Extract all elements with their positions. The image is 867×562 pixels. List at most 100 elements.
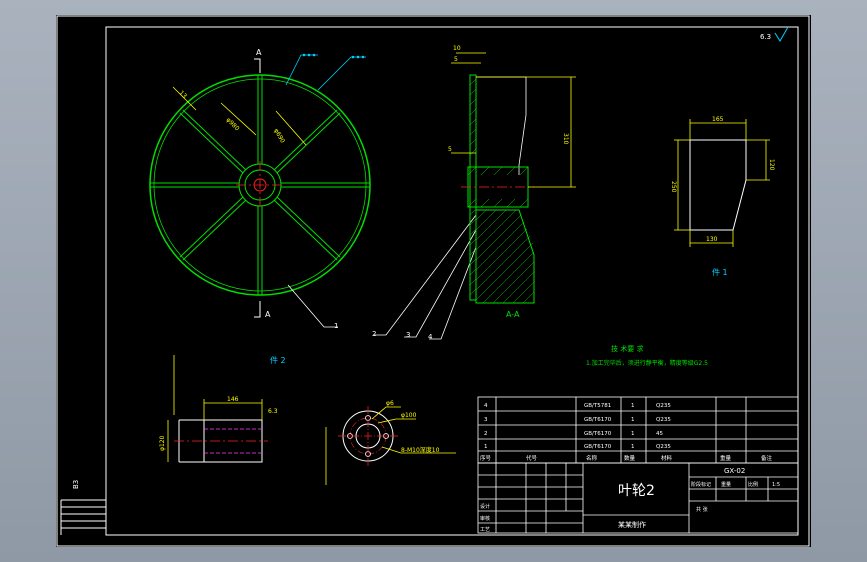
part1-view: 165 120 250 130 件 1 <box>670 116 775 277</box>
binding-strip-label: B3 <box>72 480 80 489</box>
title-stage-label: 阶段标记 <box>691 481 711 488</box>
binding-strip <box>60 499 106 535</box>
leader-4: 4 <box>428 333 433 341</box>
title-scale-label: 比例 <box>748 481 758 488</box>
part2-outline <box>203 419 263 463</box>
bom-header-no: 序号 <box>480 454 492 462</box>
leader-3: 3 <box>406 331 410 339</box>
bom-header-weight: 重量 <box>720 454 732 462</box>
part2-hole-dim: φ120 <box>159 435 166 451</box>
hub-hole-dim: φ6 <box>386 400 394 407</box>
bom-row-no: 2 <box>484 431 488 437</box>
tech-req-line: 1.加工完毕后，须进行静平衡，精度等级G2.5 <box>586 359 708 367</box>
blade-profile-upper <box>476 76 527 175</box>
hub-end-pcd <box>349 417 387 455</box>
title-sheet-label: 共 张 <box>696 506 708 513</box>
roughness-corner-value: 6.3 <box>760 33 771 41</box>
section-height-dim: 310 <box>562 133 569 145</box>
lower-blade-hatch <box>475 209 535 304</box>
bom-row-name: GB/T6170 <box>584 417 612 423</box>
bom-row-name: GB/T5781 <box>584 403 611 409</box>
section-lower-blade <box>475 209 535 304</box>
hub-pcd-dim: φ100 <box>401 412 417 419</box>
bom-row-no: 3 <box>484 417 488 423</box>
plate-thickness-dim: 5 <box>454 56 458 63</box>
bom-row-qty: 1 <box>631 444 635 450</box>
bom-row-qty: 1 <box>631 417 635 423</box>
section-cut-line <box>254 58 261 318</box>
bom-rows: 4 GB/T5781 1 Q235 3 GB/T6170 1 Q235 2 GB… <box>480 403 773 462</box>
bom-row-no: 1 <box>484 444 488 450</box>
inner-dia-dim: φ690 <box>272 128 286 145</box>
part1-top-dim: 165 <box>712 116 724 123</box>
bom-row-mat: Q235 <box>656 403 671 409</box>
section-plate-hatch <box>469 78 477 296</box>
bom-row-name: GB/T6170 <box>584 444 612 450</box>
wheel-front-view: A A 13 φ980 φ690 <box>149 48 371 319</box>
title-process-label: 工艺 <box>480 527 490 533</box>
wheel-top-leaders <box>285 54 366 91</box>
title-weight-label: 重量 <box>721 481 731 488</box>
part2-roughness: 6.3 <box>268 408 278 415</box>
title-drawing-no: GX-02 <box>724 467 745 475</box>
wheel-dimension-lines <box>172 86 307 146</box>
roughness-corner-symbol <box>774 26 789 42</box>
bom-row-name: GB/T6170 <box>584 431 612 437</box>
bom-row-mat: 45 <box>656 431 663 437</box>
cad-drawing: B3 6.3 A A <box>56 15 810 547</box>
bom-header-mat: 材料 <box>661 454 673 462</box>
hub-hatch <box>467 166 529 208</box>
title-check-label: 审核 <box>480 515 490 522</box>
sheet-outer-border <box>56 15 810 547</box>
title-scale-value: 1:5 <box>772 482 780 488</box>
section-dimension-lines <box>451 52 576 188</box>
part2-view: 146 φ120 件 2 6.3 <box>159 355 286 463</box>
section-view: 10 5 5 310 A-A <box>448 45 576 319</box>
front-center-lines <box>236 161 284 209</box>
part-leaders <box>287 214 477 340</box>
sheet-inner-border <box>105 26 799 536</box>
bom-row-qty: 1 <box>631 403 635 409</box>
bom-table <box>477 396 799 464</box>
bom-row-no: 4 <box>484 403 488 409</box>
bom-header-qty: 数量 <box>624 454 636 462</box>
bom-row-qty: 1 <box>631 431 635 437</box>
cad-viewport[interactable]: B3 6.3 A A <box>56 15 811 547</box>
part1-dimension-lines <box>674 119 770 247</box>
bom-header-note: 备注 <box>761 454 773 462</box>
section-plate <box>469 74 477 301</box>
title-company: 某某制作 <box>618 520 646 529</box>
section-marker-top: A <box>256 48 262 57</box>
hub-end-center-lines <box>338 406 398 466</box>
wheel-outer-circle <box>149 74 371 296</box>
hub-width-dim: 10 <box>453 45 461 52</box>
blade-width-dim: 13 <box>178 89 188 99</box>
title-design-label: 设计 <box>480 503 490 510</box>
part2-length-dim: 146 <box>227 396 239 403</box>
tech-req-title: 技 术要 求 <box>611 344 643 353</box>
part1-bottom-dim: 130 <box>706 236 718 243</box>
bom-header-code: 代号 <box>526 454 538 462</box>
part1-outline <box>689 139 747 231</box>
section-marker-bottom: A <box>265 310 271 319</box>
bom-row-mat: Q235 <box>656 417 671 423</box>
hub-bolts-dim: 8-M10深度10 <box>401 446 440 454</box>
part2-dimension-lines <box>167 355 263 462</box>
part1-label: 件 1 <box>712 267 728 277</box>
wheel-inner-circle <box>153 78 367 292</box>
title-part-name: 叶轮2 <box>618 483 655 499</box>
bom-header-name: 名称 <box>586 454 598 462</box>
section-label: A-A <box>506 310 520 319</box>
blades <box>150 75 370 295</box>
leader-1: 1 <box>334 322 338 330</box>
hub-end-dimension-lines <box>325 406 456 485</box>
part1-left-dim: 250 <box>670 181 677 193</box>
part2-label: 件 2 <box>270 355 286 365</box>
bom-row-mat: Q235 <box>656 444 671 450</box>
leader-2: 2 <box>372 330 376 338</box>
roughness-marks-top <box>302 53 365 59</box>
part1-right-dim: 120 <box>768 159 775 171</box>
plate-thickness-dim-2: 5 <box>448 146 452 153</box>
title-block <box>477 462 799 534</box>
hub-end-view: φ6 φ100 8-M10深度10 <box>325 400 456 485</box>
